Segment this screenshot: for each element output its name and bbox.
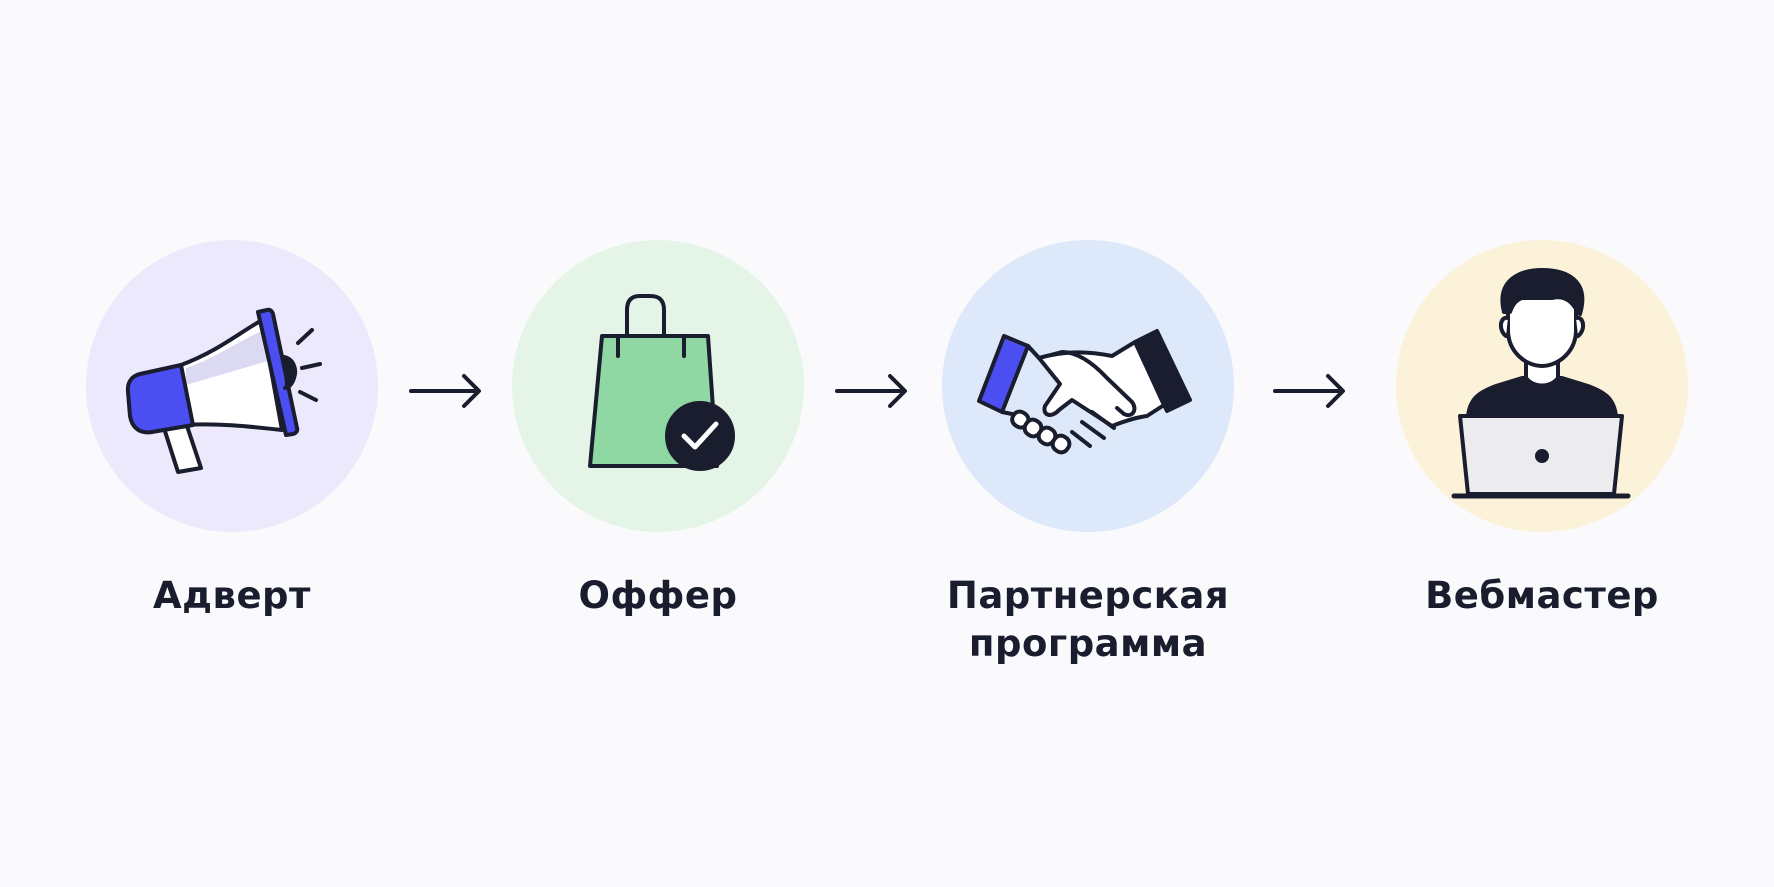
megaphone-icon [125,307,322,474]
step-label-affiliate-program: Партнерская [946,574,1230,617]
handshake-icon [977,329,1192,455]
step-label-advert: Адверт [153,574,311,617]
shopping-bag-check-icon [588,294,735,471]
step-label-offer: Оффер [578,574,738,617]
step-circle-offer [512,240,804,532]
step-circle-advert [86,240,378,532]
step-label-webmaster: Вебмастер [1425,574,1659,617]
step-label-affiliate-program-line-2: программа [968,622,1208,665]
step-circle-affiliate-program [942,240,1234,532]
step-circle-webmaster [1396,240,1688,532]
arrow-right-icon [409,374,481,408]
arrow-right-icon [1273,374,1345,408]
person-laptop-icon [1451,268,1631,499]
arrow-right-icon [835,374,907,408]
